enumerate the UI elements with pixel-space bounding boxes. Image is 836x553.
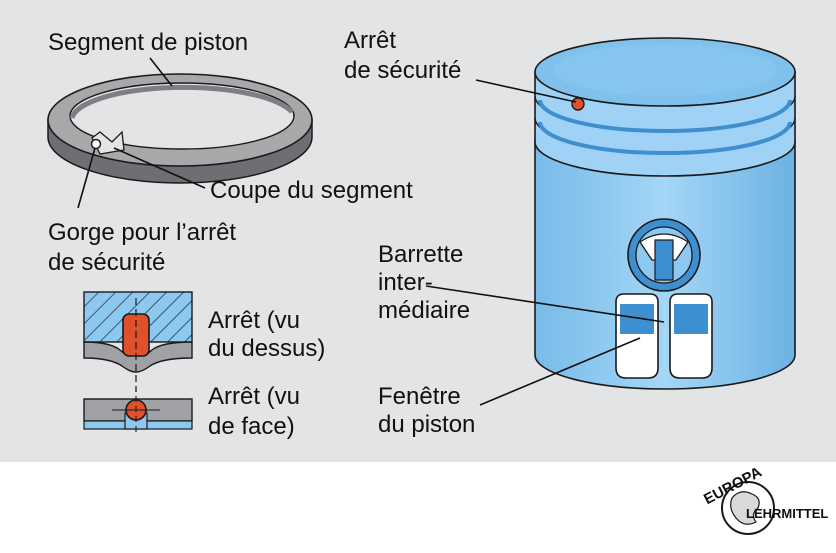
piston-ring xyxy=(47,73,313,184)
label-vu-face-line2: de face) xyxy=(208,413,295,440)
logo-text-lehrmittel: LEHRMITTEL xyxy=(746,506,828,521)
label-vu-dessus-line2: du dessus) xyxy=(208,335,325,362)
label-fenetre-line2: du piston xyxy=(378,411,475,438)
label-arret-securite-line2: de sécurité xyxy=(344,57,461,84)
label-arret-securite-line1: Arrêt xyxy=(344,27,396,54)
label-gorge-line2: de sécurité xyxy=(48,249,165,276)
label-barrette-line2: inter- xyxy=(378,269,433,296)
labels: Segment de piston Arrêt de sécurité Coup… xyxy=(48,27,475,440)
label-fenetre-line1: Fenêtre xyxy=(378,383,461,410)
label-barrette-line3: médiaire xyxy=(378,297,470,324)
stop-front-view xyxy=(83,386,193,434)
piston xyxy=(534,37,796,390)
stop-top-view xyxy=(83,291,193,392)
publisher-logo: EUROPA LEHRMITTEL xyxy=(701,464,828,535)
label-gorge-line1: Gorge pour l’arrêt xyxy=(48,219,236,246)
leader-lines xyxy=(77,57,665,406)
label-coupe-du-segment: Coupe du segment xyxy=(210,177,413,204)
label-barrette-line1: Barrette xyxy=(378,241,463,268)
label-vu-dessus-line1: Arrêt (vu xyxy=(208,307,300,334)
label-segment-de-piston: Segment de piston xyxy=(48,29,248,56)
label-vu-face-line1: Arrêt (vu xyxy=(208,383,300,410)
